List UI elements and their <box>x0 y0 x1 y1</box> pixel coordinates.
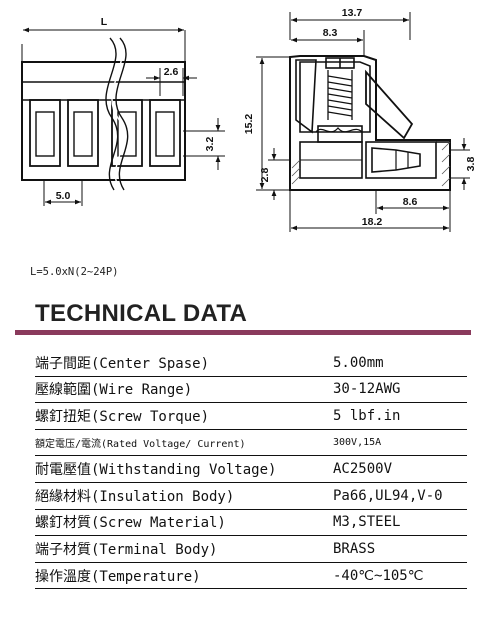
pitch-label: 5.0 <box>56 190 71 202</box>
front-view <box>21 27 225 206</box>
top-offset-label: 8.3 <box>323 27 338 39</box>
technical-drawing: L 2.6 3.2 5.0 <box>21 7 477 232</box>
spec-label: 螺釘材質(Screw Material) <box>35 509 333 537</box>
heading-rule <box>15 330 471 335</box>
pin-width-label: 2.6 <box>164 66 179 78</box>
length-formula: L=5.0xN(2~24P) <box>30 266 119 278</box>
screw-thread <box>327 70 353 120</box>
spec-value: 30-12AWG <box>333 376 467 404</box>
front-body <box>21 61 186 181</box>
length-label: L <box>101 16 108 28</box>
spec-row: 螺釘扭矩(Screw Torque) 5 lbf.in <box>35 402 467 430</box>
break-line <box>105 37 119 191</box>
terminal-cells <box>29 99 181 167</box>
spec-value: 5 lbf.in <box>333 402 467 430</box>
overall-width-label: 13.7 <box>342 7 363 19</box>
spec-row: 絕緣材料(Insulation Body) Pa66,UL94,V-0 <box>35 482 467 510</box>
height-label: 15.2 <box>243 114 255 135</box>
spec-value: M3,STEEL <box>333 509 467 537</box>
spec-row: 壓線範圍(Wire Range) 30-12AWG <box>35 376 467 404</box>
right-height-label: 3.8 <box>465 157 477 172</box>
spec-row: 操作溫度(Temperature) -40℃~105℃ <box>35 562 467 590</box>
spec-row: 端子間距(Center Spase) 5.00mm <box>35 350 467 377</box>
spec-value: BRASS <box>333 535 467 563</box>
spec-label: 端子材質(Terminal Body) <box>35 535 333 563</box>
spec-value: Pa66,UL94,V-0 <box>333 482 467 510</box>
spec-row: 螺釘材質(Screw Material) M3,STEEL <box>35 509 467 537</box>
total-length-label: 18.2 <box>362 216 383 228</box>
spec-label: 壓線範圍(Wire Range) <box>35 376 333 404</box>
spec-value: -40℃~105℃ <box>333 562 467 590</box>
section-heading: TECHNICAL DATA <box>35 300 248 327</box>
pin-height-label: 3.2 <box>204 137 216 152</box>
spec-value: 5.00mm <box>333 350 467 377</box>
spec-label: 耐電壓值(Withstanding Voltage) <box>35 455 333 483</box>
spec-table: 端子間距(Center Spase) 5.00mm 壓線範圍(Wire Rang… <box>35 350 467 590</box>
spec-value: 300V,15A <box>333 429 467 457</box>
left-height-label: 2.8 <box>259 168 271 183</box>
spec-value: AC2500V <box>333 455 467 483</box>
spec-label: 絕緣材料(Insulation Body) <box>35 482 333 510</box>
side-view <box>256 12 470 232</box>
spec-row: 端子材質(Terminal Body) BRASS <box>35 535 467 563</box>
pin-length-label: 8.6 <box>403 196 418 208</box>
spec-row: 額定電压/電流(Rated Voltage/ Current) 300V,15A <box>35 429 467 457</box>
spec-label: 螺釘扭矩(Screw Torque) <box>35 402 333 430</box>
spec-row: 耐電壓值(Withstanding Voltage) AC2500V <box>35 455 467 483</box>
side-body <box>289 55 451 191</box>
spec-label: 操作溫度(Temperature) <box>35 562 333 590</box>
spec-label: 端子間距(Center Spase) <box>35 350 333 377</box>
spec-label: 額定電压/電流(Rated Voltage/ Current) <box>35 429 333 457</box>
